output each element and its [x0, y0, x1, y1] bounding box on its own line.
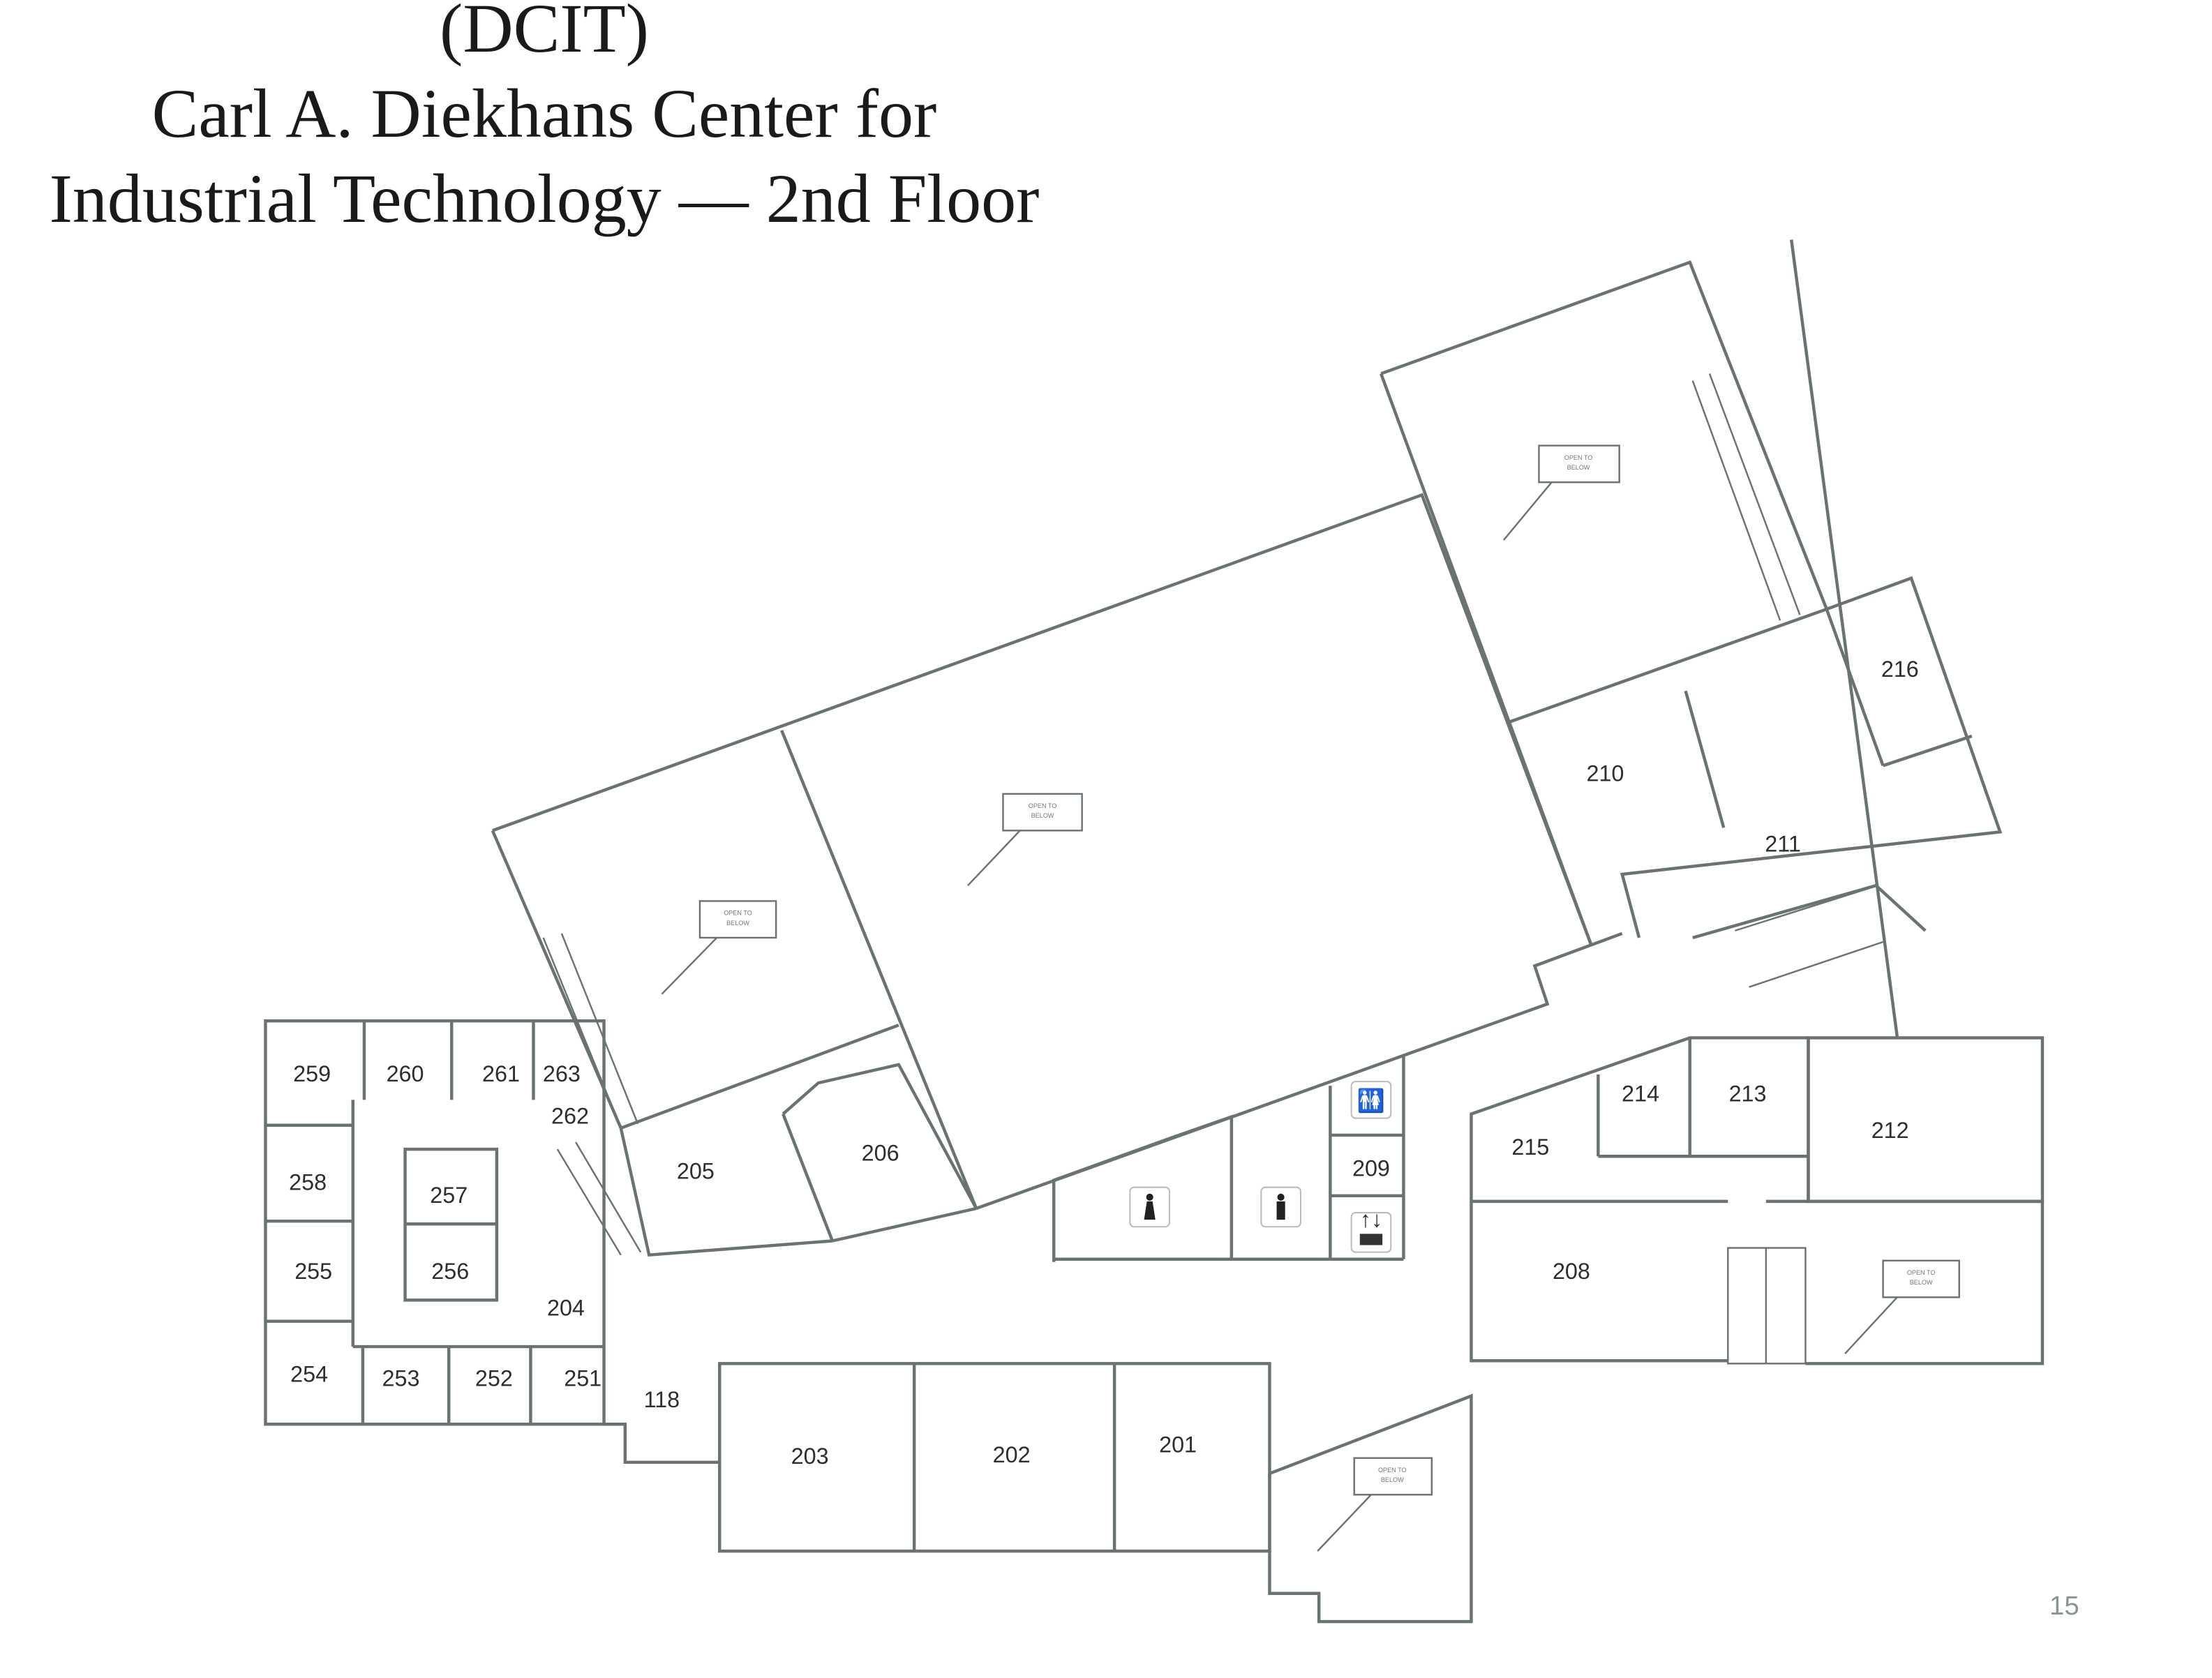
- svg-text:BELOW: BELOW: [1381, 1476, 1404, 1483]
- open-to-below-tag: OPEN TO BELOW: [1844, 1259, 1960, 1354]
- svg-text:↑↓: ↑↓: [1360, 1206, 1382, 1231]
- open-to-below-tag: OPEN TO BELOW: [967, 793, 1083, 887]
- restroom-women-icon: [1129, 1186, 1170, 1228]
- svg-text:🚻: 🚻: [1357, 1088, 1385, 1114]
- walls: [264, 239, 2045, 1624]
- room-254: 254: [290, 1362, 328, 1387]
- room-252: 252: [475, 1366, 513, 1391]
- elevator-icon: ↑↓: [1350, 1206, 1392, 1253]
- room-263: 263: [543, 1061, 581, 1086]
- floor-plan-title: (DCIT) Carl A. Diekhans Center for Indus…: [0, 0, 1089, 241]
- room-259: 259: [293, 1061, 331, 1086]
- room-203: 203: [791, 1444, 829, 1469]
- restroom-unisex-icon: 🚻: [1350, 1081, 1392, 1119]
- room-253: 253: [382, 1366, 420, 1391]
- svg-text:OPEN TO: OPEN TO: [1029, 802, 1057, 809]
- room-labels: 259 260 261 263 262 258 257 256 255 254 …: [289, 657, 1919, 1469]
- stairs-north: [1691, 373, 1801, 621]
- room-204: 204: [547, 1296, 585, 1321]
- room-209: 209: [1352, 1156, 1390, 1181]
- stairs-west: [542, 933, 642, 1256]
- room-212: 212: [1871, 1118, 1909, 1143]
- svg-text:OPEN TO: OPEN TO: [1564, 454, 1593, 461]
- room-210: 210: [1586, 761, 1624, 786]
- restroom-men-icon: [1260, 1186, 1301, 1228]
- room-258: 258: [289, 1170, 327, 1195]
- room-261: 261: [482, 1061, 520, 1086]
- room-202: 202: [993, 1442, 1031, 1467]
- room-118: 118: [644, 1387, 680, 1412]
- svg-text:BELOW: BELOW: [726, 920, 749, 927]
- room-206: 206: [862, 1140, 899, 1165]
- title-line-3: Industrial Technology — 2nd Floor: [49, 160, 1040, 237]
- svg-text:OPEN TO: OPEN TO: [1907, 1269, 1936, 1276]
- svg-text:OPEN TO: OPEN TO: [724, 910, 752, 917]
- open-to-below-tag: OPEN TO BELOW: [1502, 444, 1620, 541]
- room-213: 213: [1729, 1081, 1767, 1106]
- open-to-below-tag: OPEN TO BELOW: [1317, 1457, 1433, 1552]
- stairs-south: [1727, 1247, 1807, 1365]
- room-256: 256: [431, 1259, 469, 1284]
- room-257: 257: [430, 1183, 468, 1208]
- room-211: 211: [1765, 832, 1801, 857]
- room-208: 208: [1553, 1259, 1590, 1284]
- svg-text:OPEN TO: OPEN TO: [1378, 1467, 1407, 1474]
- room-205: 205: [677, 1159, 715, 1184]
- open-to-below-tag: OPEN TO BELOW: [661, 900, 777, 995]
- svg-text:BELOW: BELOW: [1910, 1279, 1933, 1286]
- room-214: 214: [1622, 1081, 1659, 1106]
- stairs-east: [1735, 887, 1883, 988]
- room-216: 216: [1881, 657, 1919, 682]
- room-215: 215: [1511, 1134, 1549, 1160]
- room-262: 262: [551, 1104, 589, 1129]
- title-line-1: (DCIT): [440, 0, 649, 67]
- room-251: 251: [564, 1366, 601, 1391]
- page-number: 15: [2049, 1591, 2079, 1621]
- svg-text:BELOW: BELOW: [1567, 464, 1590, 471]
- room-201: 201: [1159, 1432, 1197, 1458]
- room-260: 260: [387, 1061, 424, 1086]
- title-line-2: Carl A. Diekhans Center for: [151, 75, 937, 152]
- svg-text:BELOW: BELOW: [1031, 812, 1054, 819]
- room-255: 255: [294, 1259, 332, 1284]
